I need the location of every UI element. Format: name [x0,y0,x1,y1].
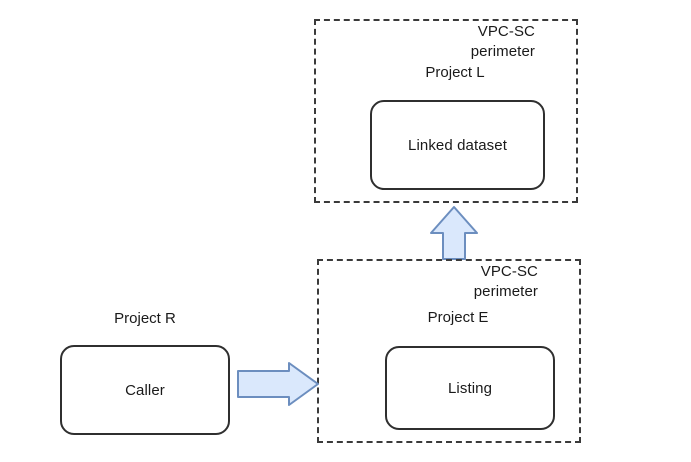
arrow-listing-to-linked-dataset [428,205,480,260]
node-linked-dataset[interactable]: Linked dataset [370,100,545,190]
vpc-sc-label-bottom-line2: perimeter [473,283,538,300]
vpc-sc-label-top-line1: VPC-SC [477,23,535,40]
project-label-r: Project R [114,310,176,327]
arrow-caller-to-listing [236,361,320,407]
vpc-sc-perimeter-top [314,19,578,203]
arrow-right-icon [237,362,319,406]
vpc-sc-perimeter-bottom [317,259,581,443]
node-caller[interactable]: Caller [60,345,230,435]
node-linked-dataset-label: Linked dataset [408,136,507,154]
node-caller-label: Caller [125,381,165,399]
arrow-up-icon [430,206,478,260]
project-label-l: Project L [425,64,485,81]
vpc-sc-label-top-line2: perimeter [470,43,535,60]
node-listing-label: Listing [447,379,493,397]
project-label-e: Project E [427,309,489,326]
node-listing[interactable]: Listing [385,346,555,430]
vpc-sc-label-bottom-line1: VPC-SC [480,263,538,280]
